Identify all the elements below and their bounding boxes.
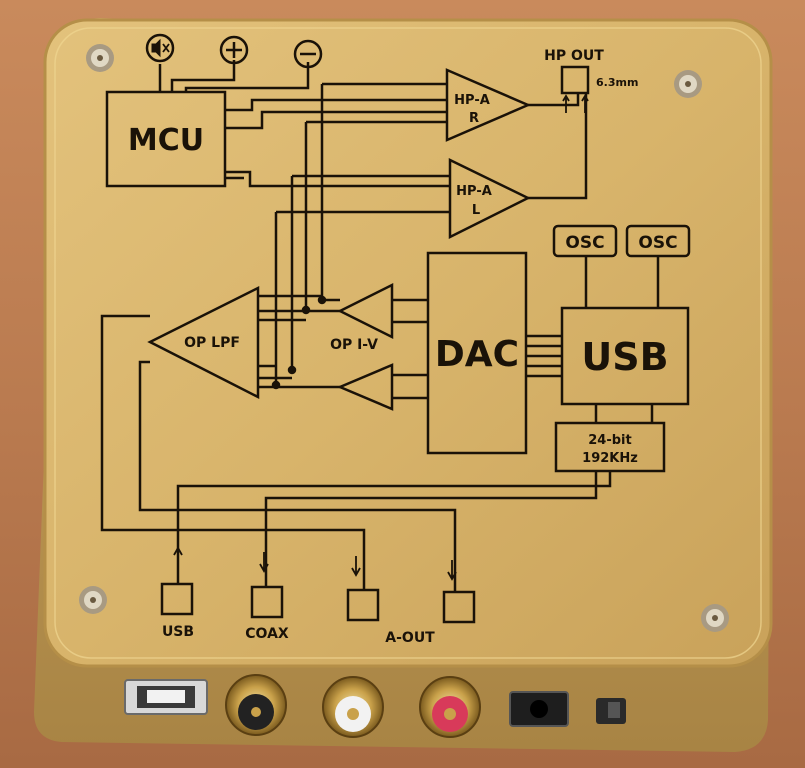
op-lpf-label: OP LPF bbox=[184, 335, 240, 351]
port-aout-left-box bbox=[346, 588, 380, 622]
mute-icon bbox=[145, 33, 175, 63]
block-diagram bbox=[100, 33, 691, 624]
rca-red-jack bbox=[419, 676, 481, 738]
front-connectors bbox=[124, 674, 626, 738]
port-usb-label: USB bbox=[162, 624, 194, 640]
port-usb-box bbox=[160, 582, 194, 616]
port-aout-label: A-OUT bbox=[385, 630, 435, 646]
mcu-label: MCU bbox=[128, 123, 204, 158]
hpa-l-label-top: HP-A bbox=[456, 184, 492, 199]
port-aout-right-box bbox=[442, 590, 476, 624]
device-body bbox=[34, 18, 773, 752]
port-coax-box bbox=[250, 585, 284, 619]
diagram-labels: MCU DAC USB OSC OSC HP OUT 6.3mm HP-A R … bbox=[128, 48, 678, 646]
dac-block bbox=[426, 251, 528, 455]
screw-bottom-right bbox=[701, 604, 729, 632]
hpa-r-label-bottom: R bbox=[469, 111, 479, 126]
screw-top-left bbox=[86, 44, 114, 72]
osc-label-2: OSC bbox=[638, 233, 677, 253]
dac-label: DAC bbox=[435, 334, 519, 375]
plus-icon bbox=[219, 35, 249, 65]
power-switch bbox=[596, 698, 626, 724]
hpa-l-label-bottom: L bbox=[472, 203, 480, 218]
op-iv-amp-2 bbox=[336, 363, 394, 411]
rca-white-jack bbox=[322, 676, 384, 738]
osc-label-1: OSC bbox=[565, 233, 604, 253]
minus-icon bbox=[293, 39, 323, 69]
headphone-jack bbox=[509, 691, 569, 727]
hp-size-label: 6.3mm bbox=[596, 76, 638, 89]
usb-chip-label: USB bbox=[581, 335, 668, 379]
resolution-label-1: 24-bit bbox=[588, 433, 631, 448]
mcu-block bbox=[105, 90, 227, 188]
hp-out-label: HP OUT bbox=[544, 48, 604, 64]
corner-screws bbox=[79, 44, 729, 632]
hpa-l-amp bbox=[448, 158, 531, 240]
screw-bottom-left bbox=[79, 586, 107, 614]
op-lpf-amp bbox=[147, 285, 260, 400]
resolution-label-2: 192KHz bbox=[582, 451, 638, 466]
hpa-r-amp bbox=[445, 68, 532, 142]
op-iv-label: OP I-V bbox=[330, 337, 378, 353]
top-panel bbox=[43, 18, 773, 668]
op-iv-amp-1 bbox=[337, 282, 394, 340]
hp-out-jack bbox=[560, 65, 590, 95]
usb-b-port bbox=[124, 679, 208, 715]
port-coax-label: COAX bbox=[245, 626, 289, 642]
screw-top-right bbox=[674, 70, 702, 98]
hpa-r-label-top: HP-A bbox=[454, 93, 490, 108]
rca-coax-jack bbox=[225, 674, 287, 736]
